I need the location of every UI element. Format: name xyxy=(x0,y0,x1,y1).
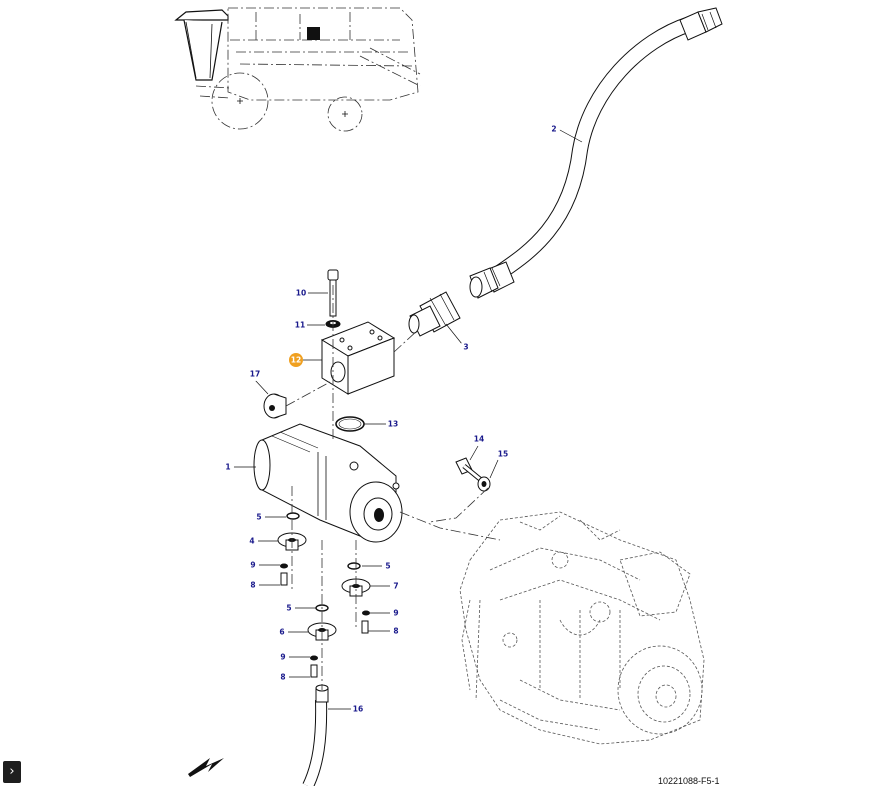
svg-text:17: 17 xyxy=(250,370,260,379)
callout-13[interactable]: 13 xyxy=(386,417,400,431)
part-9-washer-left xyxy=(280,563,288,569)
callout-4[interactable]: 4 xyxy=(246,535,258,547)
svg-text:9: 9 xyxy=(250,561,255,570)
svg-text:16: 16 xyxy=(353,705,363,714)
svg-text:13: 13 xyxy=(388,420,398,429)
part-8-screw-right xyxy=(361,620,369,634)
svg-text:15: 15 xyxy=(498,450,508,459)
svg-text:14: 14 xyxy=(474,435,484,444)
svg-text:8: 8 xyxy=(250,581,255,590)
part-9-washer-right xyxy=(362,610,370,616)
callout-8-left[interactable]: 8 xyxy=(247,579,259,591)
part-17-plug xyxy=(263,393,287,419)
callout-1[interactable]: 1 xyxy=(222,461,234,473)
svg-text:6: 6 xyxy=(279,628,284,637)
svg-text:9: 9 xyxy=(280,653,285,662)
callout-2[interactable]: 2 xyxy=(548,123,560,135)
svg-text:10: 10 xyxy=(296,289,306,298)
callout-7[interactable]: 7 xyxy=(390,580,402,592)
svg-text:8: 8 xyxy=(393,627,398,636)
part-8-screw-left xyxy=(280,572,288,586)
callout-8-lower[interactable]: 8 xyxy=(277,671,289,683)
part-12-manifold-block xyxy=(320,321,396,395)
callout-9-right[interactable]: 9 xyxy=(390,607,402,619)
svg-text:8: 8 xyxy=(280,673,285,682)
machine-locator-thumbnail xyxy=(174,7,421,132)
svg-text:9: 9 xyxy=(393,609,398,618)
assembly-centerlines xyxy=(285,285,501,690)
part-13-o-ring xyxy=(335,416,365,432)
svg-text:1: 1 xyxy=(225,463,230,472)
callout-15[interactable]: 15 xyxy=(496,447,510,461)
leader-lines xyxy=(232,128,583,710)
part-9-washer-lower xyxy=(310,655,318,661)
part-3-adapter xyxy=(408,291,461,337)
part-5-seal-upper-left xyxy=(286,512,300,520)
callout-5-right[interactable]: 5 xyxy=(382,560,394,572)
callout-17[interactable]: 17 xyxy=(248,367,262,381)
callout-5-lower[interactable]: 5 xyxy=(283,602,295,614)
callout-10[interactable]: 10 xyxy=(294,286,308,300)
svg-text:7: 7 xyxy=(393,582,398,591)
callout-9-lower[interactable]: 9 xyxy=(277,651,289,663)
callout-11[interactable]: 11 xyxy=(293,318,307,332)
figure-reference-code: 10221088-F5-1 xyxy=(658,776,720,786)
callout-14[interactable]: 14 xyxy=(472,432,486,446)
part-5-seal-right xyxy=(347,562,361,570)
svg-text:5: 5 xyxy=(256,513,261,522)
hydrostatic-pump-assembly xyxy=(459,511,705,745)
part-2-hose xyxy=(469,7,723,299)
part-1-hydraulic-pump xyxy=(253,423,403,543)
callout-8-right[interactable]: 8 xyxy=(390,625,402,637)
svg-text:5: 5 xyxy=(385,562,390,571)
svg-text:11: 11 xyxy=(295,321,305,330)
part-8-screw-lower xyxy=(310,664,318,678)
svg-text:4: 4 xyxy=(249,537,254,546)
svg-text:3: 3 xyxy=(463,343,468,352)
chevron-right-icon: › xyxy=(9,764,15,779)
part-16-hose xyxy=(302,684,329,786)
part-15-washer xyxy=(477,476,491,492)
svg-text:2: 2 xyxy=(551,125,556,134)
svg-text:5: 5 xyxy=(286,604,291,613)
callout-6[interactable]: 6 xyxy=(276,626,288,638)
callout-5-upper-left[interactable]: 5 xyxy=(253,511,265,523)
direction-arrow-icon xyxy=(188,758,224,777)
svg-text:12: 12 xyxy=(291,356,301,365)
callout-12[interactable]: 12 xyxy=(289,353,303,367)
callout-16[interactable]: 16 xyxy=(351,702,365,716)
location-marker xyxy=(307,27,320,40)
expand-panel-button[interactable]: › xyxy=(3,761,21,783)
callout-3[interactable]: 3 xyxy=(460,341,472,353)
callout-9-left[interactable]: 9 xyxy=(247,559,259,571)
